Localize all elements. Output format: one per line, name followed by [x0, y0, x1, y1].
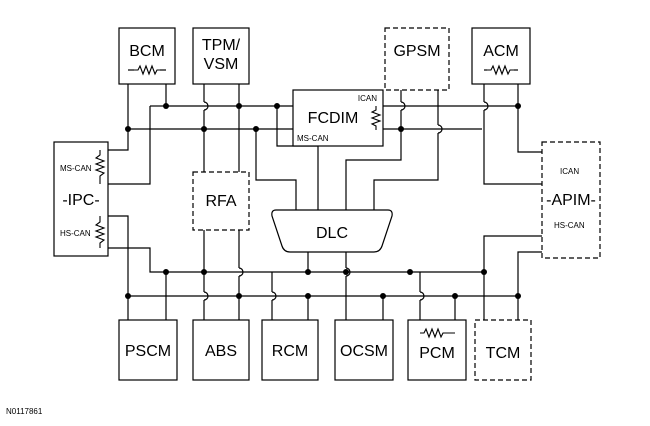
ipc-module: MS-CAN -IPC- HS-CAN [53, 141, 109, 257]
acm-wiring [483, 84, 542, 185]
acm-label: ACM [483, 43, 519, 60]
ipc-hscan-label: HS-CAN [60, 229, 91, 238]
junctions [125, 103, 521, 299]
gpsm-wiring [345, 90, 443, 210]
gpsm-label: GPSM [393, 43, 440, 60]
apim-hs-wiring [483, 235, 542, 296]
ipc-label: -IPC- [62, 192, 99, 209]
ipc-mscan-label: MS-CAN [60, 164, 92, 173]
pscm-module: PSCM [118, 319, 178, 381]
bcm-label: BCM [129, 43, 165, 60]
tpm-vsm-module: TPM/ VSM [192, 27, 250, 85]
pcm-module: PCM [407, 319, 467, 381]
apim-hscan-label: HS-CAN [554, 221, 585, 230]
bottom-module-wiring [127, 272, 519, 320]
dlc-wiring [307, 250, 351, 296]
fcdim-label: FCDIM [308, 110, 359, 127]
tpm-vsm-label-line2: VSM [204, 56, 239, 73]
acm-module: ACM [471, 27, 531, 85]
ipc-wiring [108, 105, 166, 296]
gpsm-module: GPSM [384, 27, 450, 91]
dlc-label: DLC [316, 225, 348, 242]
pscm-label: PSCM [125, 343, 171, 360]
dlc-connector: DLC [271, 209, 393, 253]
abs-module: ABS [192, 319, 250, 381]
fcdim-ican-label: ICAN [358, 94, 377, 103]
figure-id: N0117861 [6, 407, 43, 416]
pcm-label: PCM [419, 345, 455, 362]
bcm-module: BCM [118, 27, 176, 85]
rfa-module: RFA [192, 171, 250, 231]
tcm-module: TCM [474, 319, 532, 381]
tpm-vsm-wiring [203, 84, 240, 172]
apim-label: -APIM- [546, 192, 596, 209]
rcm-label: RCM [272, 343, 308, 360]
rfa-wiring [203, 230, 244, 296]
ocsm-label: OCSM [340, 343, 388, 360]
rfa-label: RFA [205, 193, 236, 210]
fcdim-module: FCDIM ICAN MS-CAN [292, 89, 384, 147]
ocsm-module: OCSM [334, 319, 394, 381]
tcm-label: TCM [486, 345, 521, 362]
fcdim-mscan-label: MS-CAN [297, 134, 329, 143]
apim-ican-label: ICAN [560, 167, 579, 176]
apim-module: ICAN -APIM- HS-CAN [541, 141, 601, 259]
rcm-module: RCM [261, 319, 319, 381]
abs-label: ABS [205, 343, 237, 360]
tpm-vsm-label-line1: TPM/ [202, 37, 241, 54]
